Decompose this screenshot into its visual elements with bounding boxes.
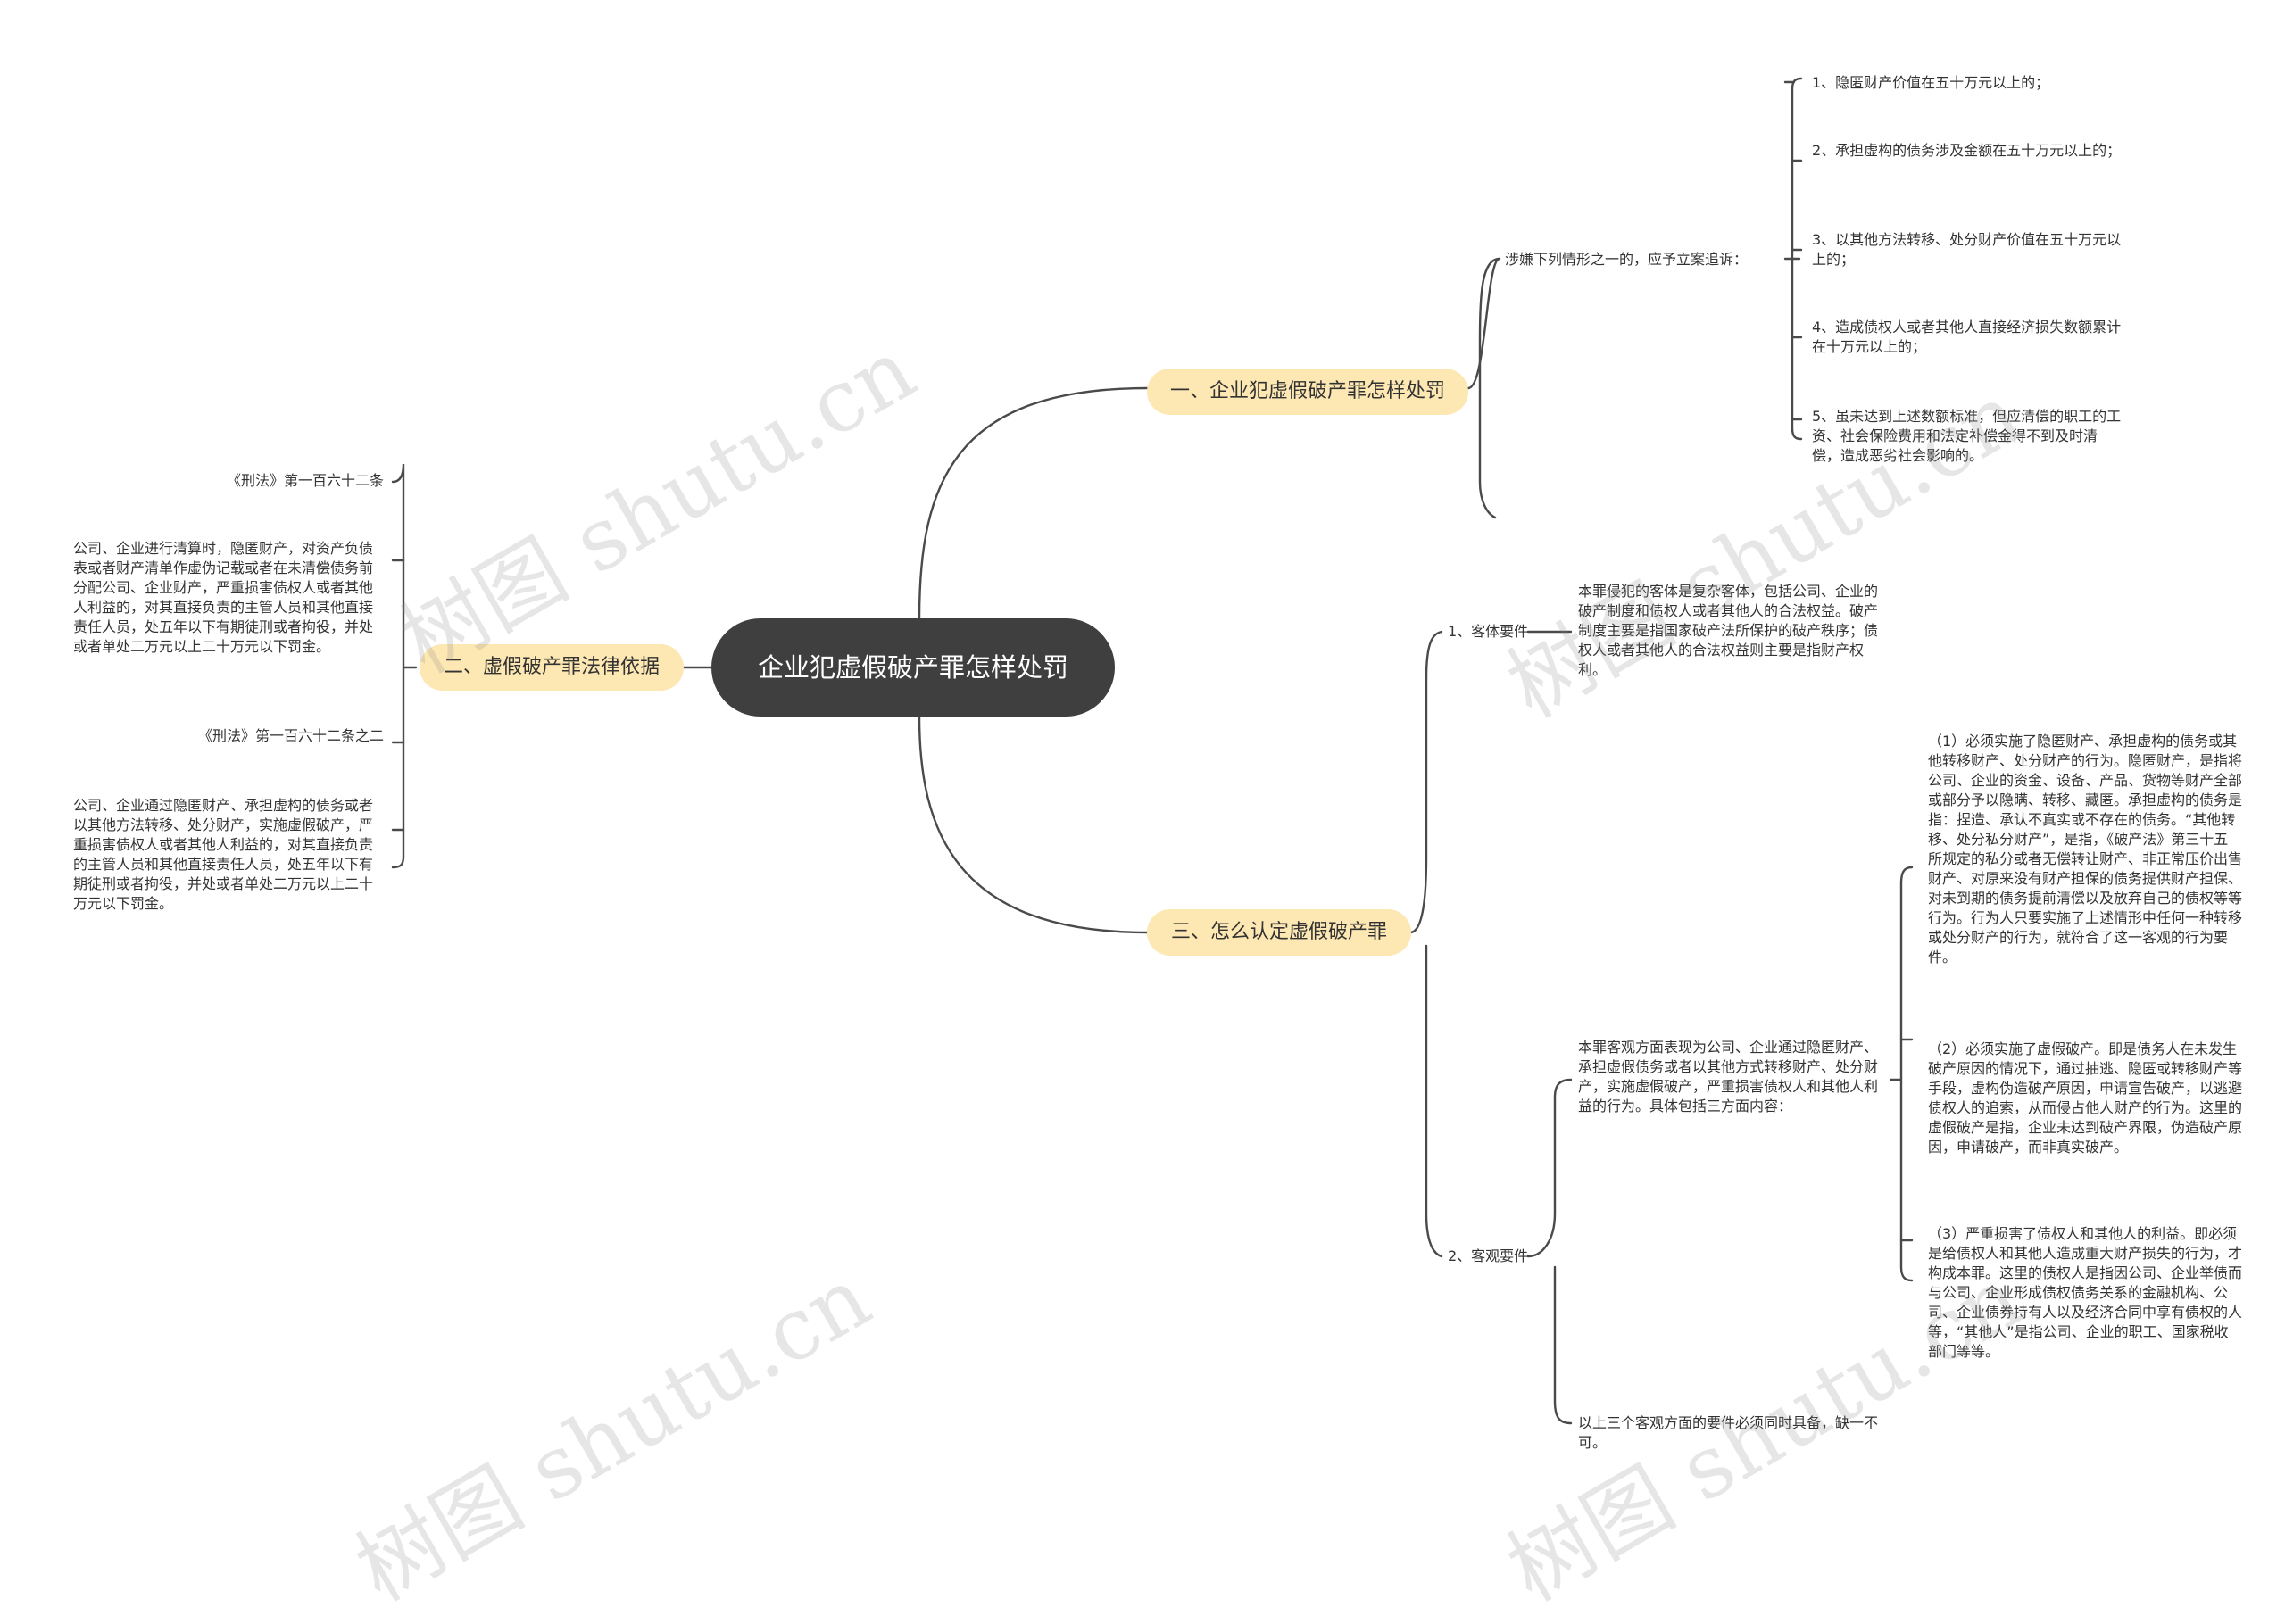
b2-law-text[interactable]: 公司、企业通过隐匿财产、承担虚构的债务或者以其他方法转移、处分财产，实施虚假破产… (73, 797, 374, 912)
b1-item[interactable]: 1、隐匿财产价值在五十万元以上的； (1812, 74, 2050, 91)
branch-legal-basis[interactable]: 二、虚假破产罪法律依据 (420, 644, 684, 691)
b2-law-article[interactable]: 《刑法》第一百六十二条 (226, 472, 384, 489)
points-bracket (1889, 866, 1914, 1282)
b1-items-bracket (1791, 77, 1803, 441)
link-root-b1 (918, 386, 1149, 620)
b3-object-text[interactable]: 本罪侵犯的客体是复杂客体，包括公司、企业的破产制度和债权人或者其他人的合法权益。… (1578, 583, 1879, 678)
branch-penalty[interactable]: 一、企业犯虚假破产罪怎样处罚 (1147, 369, 1468, 415)
link-objective-bracket (1526, 1078, 1573, 1258)
branch-determination[interactable]: 三、怎么认定虚假破产罪 (1147, 909, 1411, 956)
branch-penalty-label: 一、企业犯虚假破产罪怎样处罚 (1169, 380, 1445, 402)
link-b3-bracket (1408, 630, 1443, 934)
b2-law-text[interactable]: 公司、企业进行清算时，隐匿财产，对资产负债表或者财产清单作虚伪记载或者在未清偿债… (73, 540, 374, 655)
b3-objective-label[interactable]: 2、客观要件 (1448, 1247, 1529, 1264)
root-topic[interactable]: 企业犯虚假破产罪怎样处罚 (711, 618, 1115, 717)
link-root-b3 (918, 715, 1149, 934)
branch-determination-label: 三、怎么认定虚假破产罪 (1170, 921, 1387, 943)
b3-objective-point[interactable]: （1）必须实施了隐匿财产、承担虚构的债务或其他转移财产、处分财产的行为。隐匿财产… (1928, 733, 2243, 965)
b2-bracket (391, 463, 405, 869)
b1-subtopic[interactable]: 涉嫌下列情形之一的，应予立案追诉： (1505, 251, 1749, 268)
b1-item[interactable]: 5、虽未达到上述数额标准，但应清偿的职工的工资、社会保险费用和法定补偿金得不到及… (1812, 408, 2122, 464)
root-title: 企业犯虚假破产罪怎样处罚 (757, 652, 1068, 683)
b3-objective-intro[interactable]: 本罪客观方面表现为公司、企业通过隐匿财产、承担虚假债务或者以其他方式转移财产、处… (1578, 1039, 1879, 1114)
b3-objective-point[interactable]: （2）必须实施了虚假破产。即是债务人在未发生破产原因的情况下，通过抽逃、隐匿或转… (1928, 1040, 2243, 1156)
b1-item[interactable]: 3、以其他方法转移、处分财产价值在五十万元以上的； (1812, 231, 2122, 268)
link-b1-sub (1467, 257, 1501, 390)
link-b1-bracket (1478, 257, 1501, 519)
b1-item[interactable]: 2、承担虚构的债务涉及金额在五十万元以上的； (1812, 142, 2122, 159)
branch-legal-basis-label: 二、虚假破产罪法律依据 (443, 656, 660, 678)
b3-object-label[interactable]: 1、客体要件 (1448, 623, 1529, 640)
connector-lines (391, 77, 1914, 1425)
b3-objective-note[interactable]: 以上三个客观方面的要件必须同时具备，缺一不可。 (1578, 1414, 1879, 1451)
b3-objective-point[interactable]: （3）严重损害了债权人和其他人的利益。即必须是给债权人和其他人造成重大财产损失的… (1928, 1225, 2243, 1360)
b2-law-article[interactable]: 《刑法》第一百六十二条之二 (197, 727, 384, 744)
b1-item[interactable]: 4、造成债权人或者其他人直接经济损失数额累计在十万元以上的； (1812, 319, 2122, 355)
